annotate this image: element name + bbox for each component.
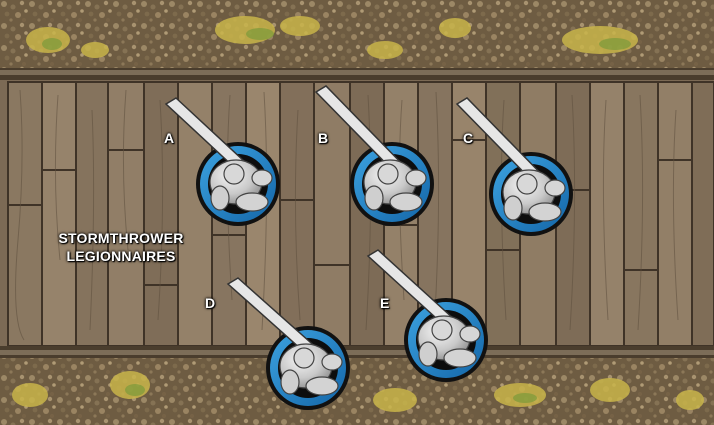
figure-label-c: C bbox=[463, 131, 473, 145]
unit-name-line2: LEGIONNAIRES bbox=[46, 247, 196, 265]
figure-label-a: A bbox=[164, 131, 174, 145]
bottom-gravel-border bbox=[0, 346, 714, 425]
figure-label-b: B bbox=[318, 131, 328, 145]
unit-name-label: STORMTHROWER LEGIONNAIRES bbox=[46, 229, 196, 265]
figure-label-e: E bbox=[380, 296, 390, 310]
top-gravel-border bbox=[0, 0, 714, 80]
unit-name-line1: STORMTHROWER bbox=[46, 229, 196, 247]
figure-label-d: D bbox=[205, 296, 215, 310]
